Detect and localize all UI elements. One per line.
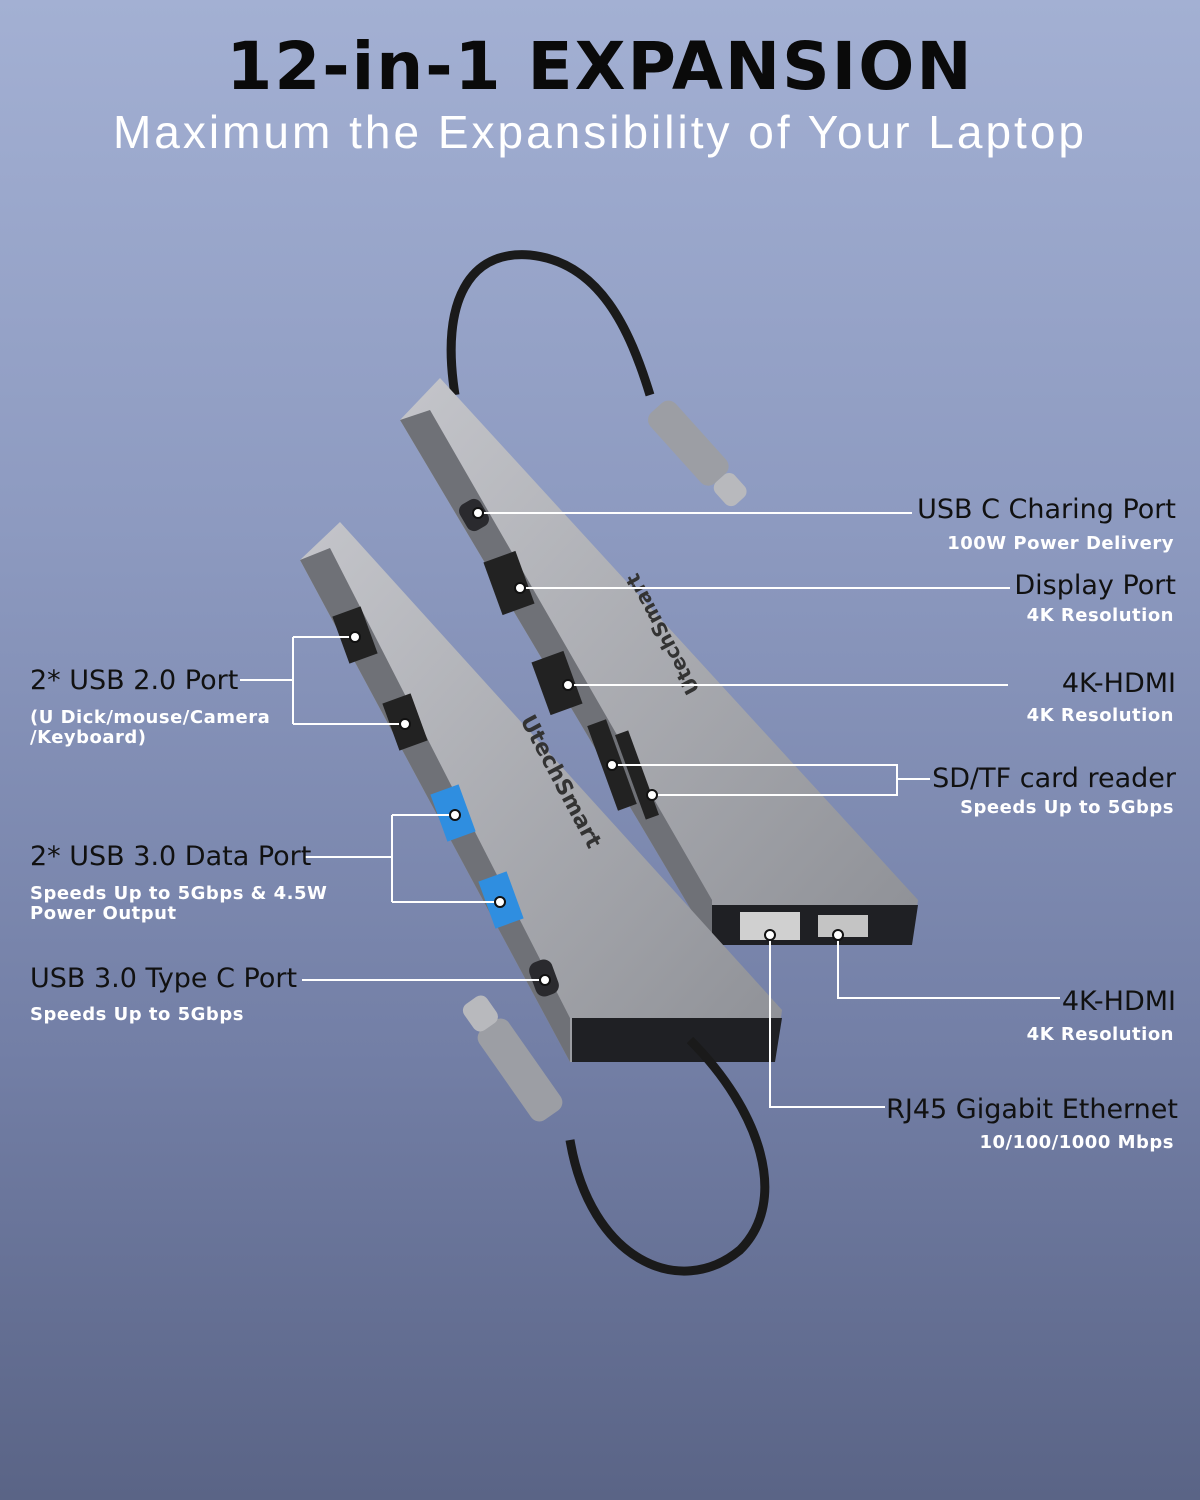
callout-usb2-sub2: /Keyboard) (30, 727, 147, 748)
callout-sd-tf-sub: Speeds Up to 5Gbps (960, 797, 1174, 818)
callout-display-port-sub: 4K Resolution (1026, 605, 1174, 626)
callout-hdmi-end-sub: 4K Resolution (1026, 1024, 1174, 1045)
callout-hdmi-sub: 4K Resolution (1026, 705, 1174, 726)
page-subtitle: Maximum the Expansibility of Your Laptop (112, 106, 1088, 158)
callout-rj45-sub: 10/100/1000 Mbps (979, 1132, 1174, 1153)
callout-hdmi-end: 4K-HDMI (1061, 986, 1176, 1017)
callout-sd-tf: SD/TF card reader (932, 763, 1176, 794)
front-hub-body (300, 522, 782, 1062)
callout-hdmi: 4K-HDMI (1061, 668, 1176, 699)
callout-usb-c-charging: USB C Charing Port (917, 494, 1176, 525)
callout-usb-c-charging-sub: 100W Power Delivery (947, 533, 1174, 554)
top-usb-c-connector (648, 400, 747, 507)
page-title: 12-in-1 EXPANSION (226, 28, 974, 105)
callout-usb2: 2* USB 2.0 Port (30, 665, 239, 696)
callout-usb-c-data: USB 3.0 Type C Port (30, 963, 298, 994)
back-hub-body (400, 378, 918, 945)
front-hub-end-face (572, 1018, 782, 1062)
callout-dots (349, 507, 844, 986)
hdmi-port (531, 650, 583, 716)
display-port (483, 550, 535, 616)
callout-rj45: RJ45 Gigabit Ethernet (886, 1094, 1178, 1125)
callout-lines (240, 512, 1060, 1108)
callout-usb3-sub2: Power Output (30, 903, 177, 924)
top-cable (446, 250, 655, 397)
bottom-usb-c-connector (462, 995, 563, 1122)
hdmi-port-end (818, 915, 868, 937)
callout-usb3: 2* USB 3.0 Data Port (30, 841, 312, 872)
callout-usb2-sub1: (U Dick/mouse/Camera (30, 707, 271, 728)
bottom-cable (565, 1036, 770, 1276)
callout-display-port: Display Port (1014, 570, 1176, 601)
callout-usb-c-data-sub: Speeds Up to 5Gbps (30, 1004, 244, 1025)
callout-usb3-sub1: Speeds Up to 5Gbps & 4.5W (30, 883, 328, 904)
